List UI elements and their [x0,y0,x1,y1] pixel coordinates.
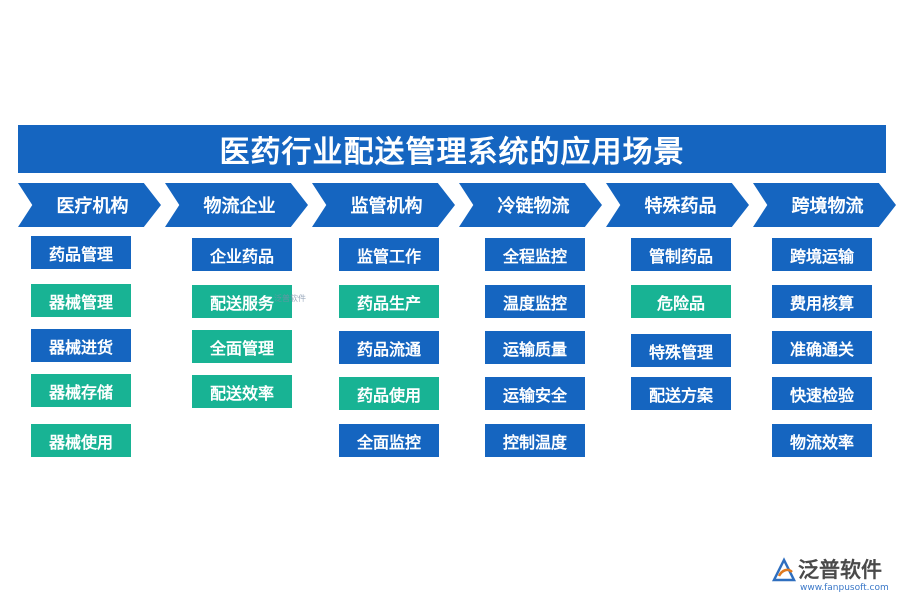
scenario-box: 药品管理 [31,236,131,269]
scenario-box: 药品使用 [339,377,439,410]
scenario-box: 运输安全 [485,377,585,410]
scenario-box: 快速检验 [772,377,872,410]
watermark: 泛普软件 [274,294,306,303]
scenario-box: 全面管理 [192,330,292,363]
scenario-box: 全程监控 [485,238,585,271]
scenario-box: 配送方案 [631,377,731,410]
column-header-special-drugs: 特殊药品 [606,183,749,227]
column-header-logistics-enterprises: 物流企业 [165,183,308,227]
scenario-box: 器械管理 [31,284,131,317]
scenario-box: 跨境运输 [772,238,872,271]
scenario-box: 费用核算 [772,285,872,318]
scenario-box: 企业药品 [192,238,292,271]
page-title: 医药行业配送管理系统的应用场景 [18,125,886,173]
scenario-box: 配送服务 [192,285,292,318]
logo-name: 泛普软件 [798,558,882,582]
column-header-regulators: 监管机构 [312,183,455,227]
scenario-box: 准确通关 [772,331,872,364]
scenario-box: 危险品 [631,285,731,318]
scenario-box: 监管工作 [339,238,439,271]
scenario-box: 器械使用 [31,424,131,457]
scenario-box: 管制药品 [631,238,731,271]
logo-url: www.fanpusoft.com [800,583,889,593]
scenario-box: 配送效率 [192,375,292,408]
scenario-box: 全面监控 [339,424,439,457]
column-header-cross-border: 跨境物流 [753,183,896,227]
scenario-box: 药品生产 [339,285,439,318]
scenario-box: 器械进货 [31,329,131,362]
column-header-cold-chain: 冷链物流 [459,183,602,227]
scenario-box: 控制温度 [485,424,585,457]
brand-logo: 泛普软件 www.fanpusoft.com [770,552,894,596]
scenario-box: 运输质量 [485,331,585,364]
scenario-box: 温度监控 [485,285,585,318]
scenario-box: 器械存储 [31,374,131,407]
scenario-box: 物流效率 [772,424,872,457]
scenario-box: 药品流通 [339,331,439,364]
scenario-box: 特殊管理 [631,334,731,367]
column-header-medical-institutions: 医疗机构 [18,183,161,227]
logo-icon [771,557,797,582]
